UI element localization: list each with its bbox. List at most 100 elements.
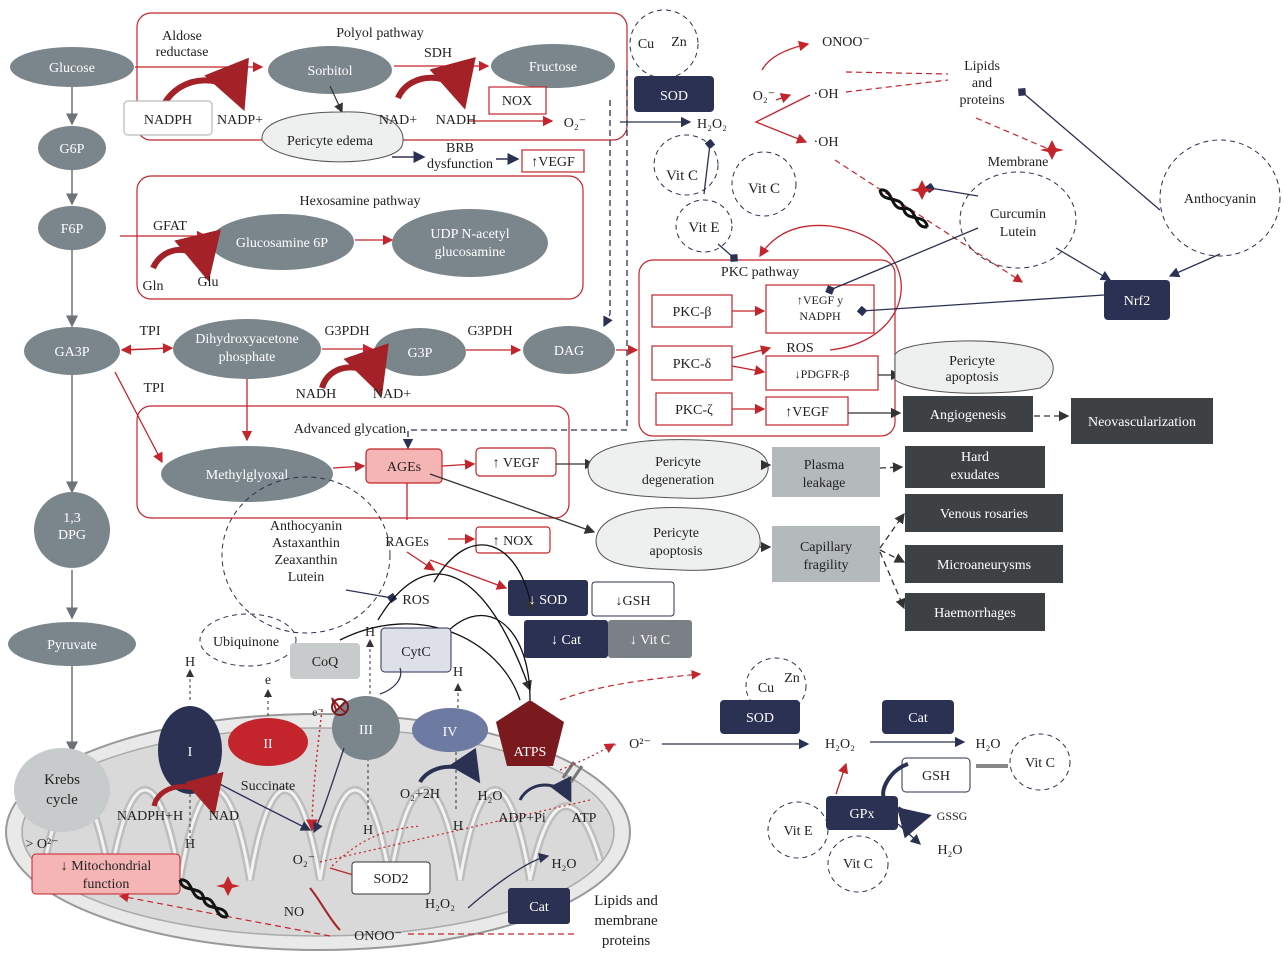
complex2-label: II — [263, 737, 273, 752]
nadh-triose-label: NADH — [296, 387, 336, 402]
atps-label: ATPS — [514, 745, 547, 760]
microaneurysms-label: Microaneurysms — [937, 558, 1031, 573]
pkc-z-label: PKC-ζ — [675, 403, 713, 418]
adp-label: ADP+Pi — [498, 811, 546, 826]
o2-label: O₂⁻ — [564, 116, 586, 131]
pkc-d-label: PKC-δ — [673, 357, 712, 372]
ages-label: AGEs — [387, 460, 421, 475]
no-label: NO — [284, 905, 304, 920]
complex4-label: IV — [443, 725, 458, 740]
pkc-title: PKC pathway — [721, 265, 799, 280]
nadp-label: NADP+ — [217, 113, 263, 128]
vegf-polyol-label: ↑VEGF — [531, 155, 575, 170]
nad-mito-label: NAD — [209, 809, 239, 824]
gssg-label: GSSG — [937, 809, 968, 823]
triose-row — [114, 319, 639, 464]
nadph-mito-label: NADPH+H — [117, 809, 183, 824]
venous-rosaries-label: Venous rosaries — [940, 507, 1028, 522]
tpi2-label: TPI — [144, 381, 165, 396]
o2sup-label: O₂⁻ — [293, 853, 315, 868]
ros-pkc-label: ROS — [786, 341, 813, 356]
nadph-label: NADPH — [144, 113, 192, 128]
vegf-pkc-label: ↑VEGF — [785, 405, 829, 420]
anthocyanin-top-label: Anthocyanin — [1184, 192, 1256, 207]
methylglyoxal-label: Methylglyoxal — [206, 468, 289, 483]
cat-mito-label: Cat — [529, 900, 549, 915]
hexosamine-title: Hexosamine pathway — [300, 194, 421, 209]
cu-right-label: Cu — [758, 681, 774, 696]
complex1-label: I — [188, 745, 193, 760]
glucose-node — [10, 47, 134, 87]
g3pdh2-label: G3PDH — [467, 324, 512, 339]
pericyte-edema-label: Pericyte edema — [287, 134, 374, 149]
onoo-top-label: ONOO⁻ — [822, 35, 870, 50]
pyruvate-label: Pyruvate — [47, 638, 97, 653]
sod-top-label: SOD — [660, 89, 688, 104]
atp-label: ATP — [572, 811, 597, 826]
nox-label: NOX — [502, 94, 532, 109]
sod-down-label: ↓ SOD — [529, 593, 568, 608]
ros-mito-label: ROS — [402, 593, 429, 608]
gfat-label: GFAT — [153, 219, 187, 234]
dpg-node — [34, 492, 110, 568]
glycation-title: Advanced glycation — [294, 422, 406, 437]
gsh-down-label: ↓GSH — [615, 594, 650, 609]
top-ros-cluster — [629, 9, 1281, 320]
sod2-label: SOD2 — [373, 872, 408, 887]
f6p-label: F6P — [61, 222, 84, 237]
h2o2-right-label: H₂O₂ — [825, 737, 855, 752]
cytc-label: CytC — [401, 645, 431, 660]
tpi1-label: TPI — [140, 324, 161, 339]
oh2-label: ·OH — [814, 135, 839, 150]
h6-label: H — [453, 819, 463, 834]
o2-top-label: O₂⁻ — [753, 89, 775, 104]
h5-label: H — [363, 823, 373, 838]
o2-right-label: O²⁻ — [629, 737, 651, 752]
advanced-glycation-box — [136, 405, 570, 590]
pdgfr-label: ↓PDGFR-β — [795, 367, 850, 381]
h2o-b-label: H₂O — [551, 857, 576, 872]
krebs-node — [14, 748, 110, 832]
pkc-b-label: PKC-β — [672, 305, 711, 320]
g6p-node — [38, 126, 106, 170]
h1-label: H — [185, 655, 195, 670]
nad-label: NAD+ — [379, 113, 417, 128]
polyol-pathway-box — [123, 12, 628, 173]
fructose-label: Fructose — [529, 60, 577, 75]
g3pdh1-label: G3PDH — [324, 324, 369, 339]
gln-label: Gln — [143, 279, 164, 294]
zn-top-label: Zn — [671, 35, 687, 50]
dna-icon-top — [878, 188, 929, 229]
em-label: e⁻ — [312, 705, 324, 719]
vitc-down-label: ↓ Vit C — [630, 633, 670, 648]
glu-label: Glu — [198, 275, 219, 290]
vitc1-label: Vit C — [666, 168, 698, 184]
zn-right-label: Zn — [784, 671, 800, 686]
angiogenesis-label: Angiogenesis — [930, 408, 1006, 423]
gsh-right-label: GSH — [922, 769, 950, 784]
outcome-nodes — [429, 340, 1213, 631]
coq-label: CoQ — [312, 655, 338, 670]
ga3p-node — [24, 327, 120, 375]
h2o2-mito-label: H₂O₂ — [425, 897, 455, 912]
h2o-right-label: H₂O — [975, 737, 1000, 752]
sorbitol-label: Sorbitol — [307, 64, 352, 79]
vitc-right2-label: Vit C — [843, 857, 873, 872]
succinate-label: Succinate — [241, 779, 295, 794]
haemorrhages-label: Haemorrhages — [934, 606, 1016, 621]
h2-label: H — [365, 625, 375, 640]
onoo-mito-label: ONOO⁻ — [354, 929, 402, 944]
membrane-label: Membrane — [988, 155, 1049, 170]
